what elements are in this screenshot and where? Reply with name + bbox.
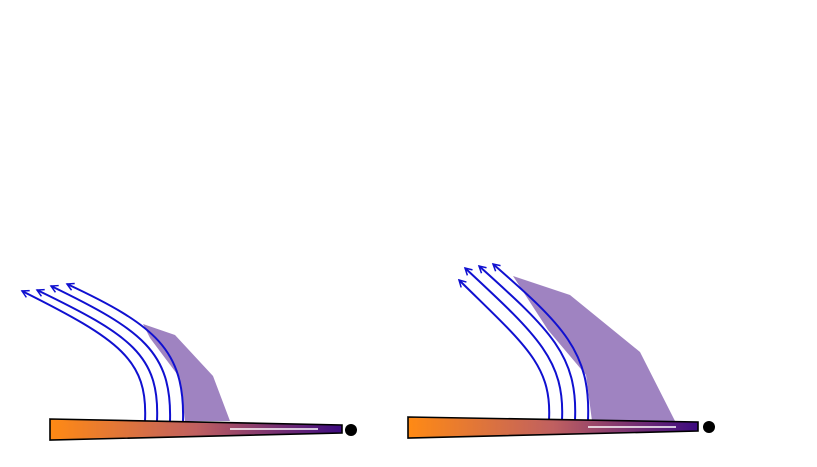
- flow-line: [67, 284, 185, 422]
- flow-lines: [22, 284, 185, 422]
- flow-line: [37, 290, 159, 422]
- pivot-point: [345, 424, 357, 436]
- left-panel: [22, 284, 357, 441]
- pivot-point: [703, 421, 715, 433]
- right-panel: [407, 264, 715, 439]
- flow-line: [459, 280, 551, 421]
- flow-line: [22, 291, 147, 422]
- wake-region: [513, 276, 675, 421]
- flow-line: [51, 286, 172, 422]
- flow-line: [493, 264, 590, 421]
- flow-lines: [459, 264, 590, 421]
- flow-line: [465, 268, 564, 421]
- flow-line: [479, 266, 577, 421]
- plate: [49, 418, 343, 441]
- plate: [407, 416, 699, 439]
